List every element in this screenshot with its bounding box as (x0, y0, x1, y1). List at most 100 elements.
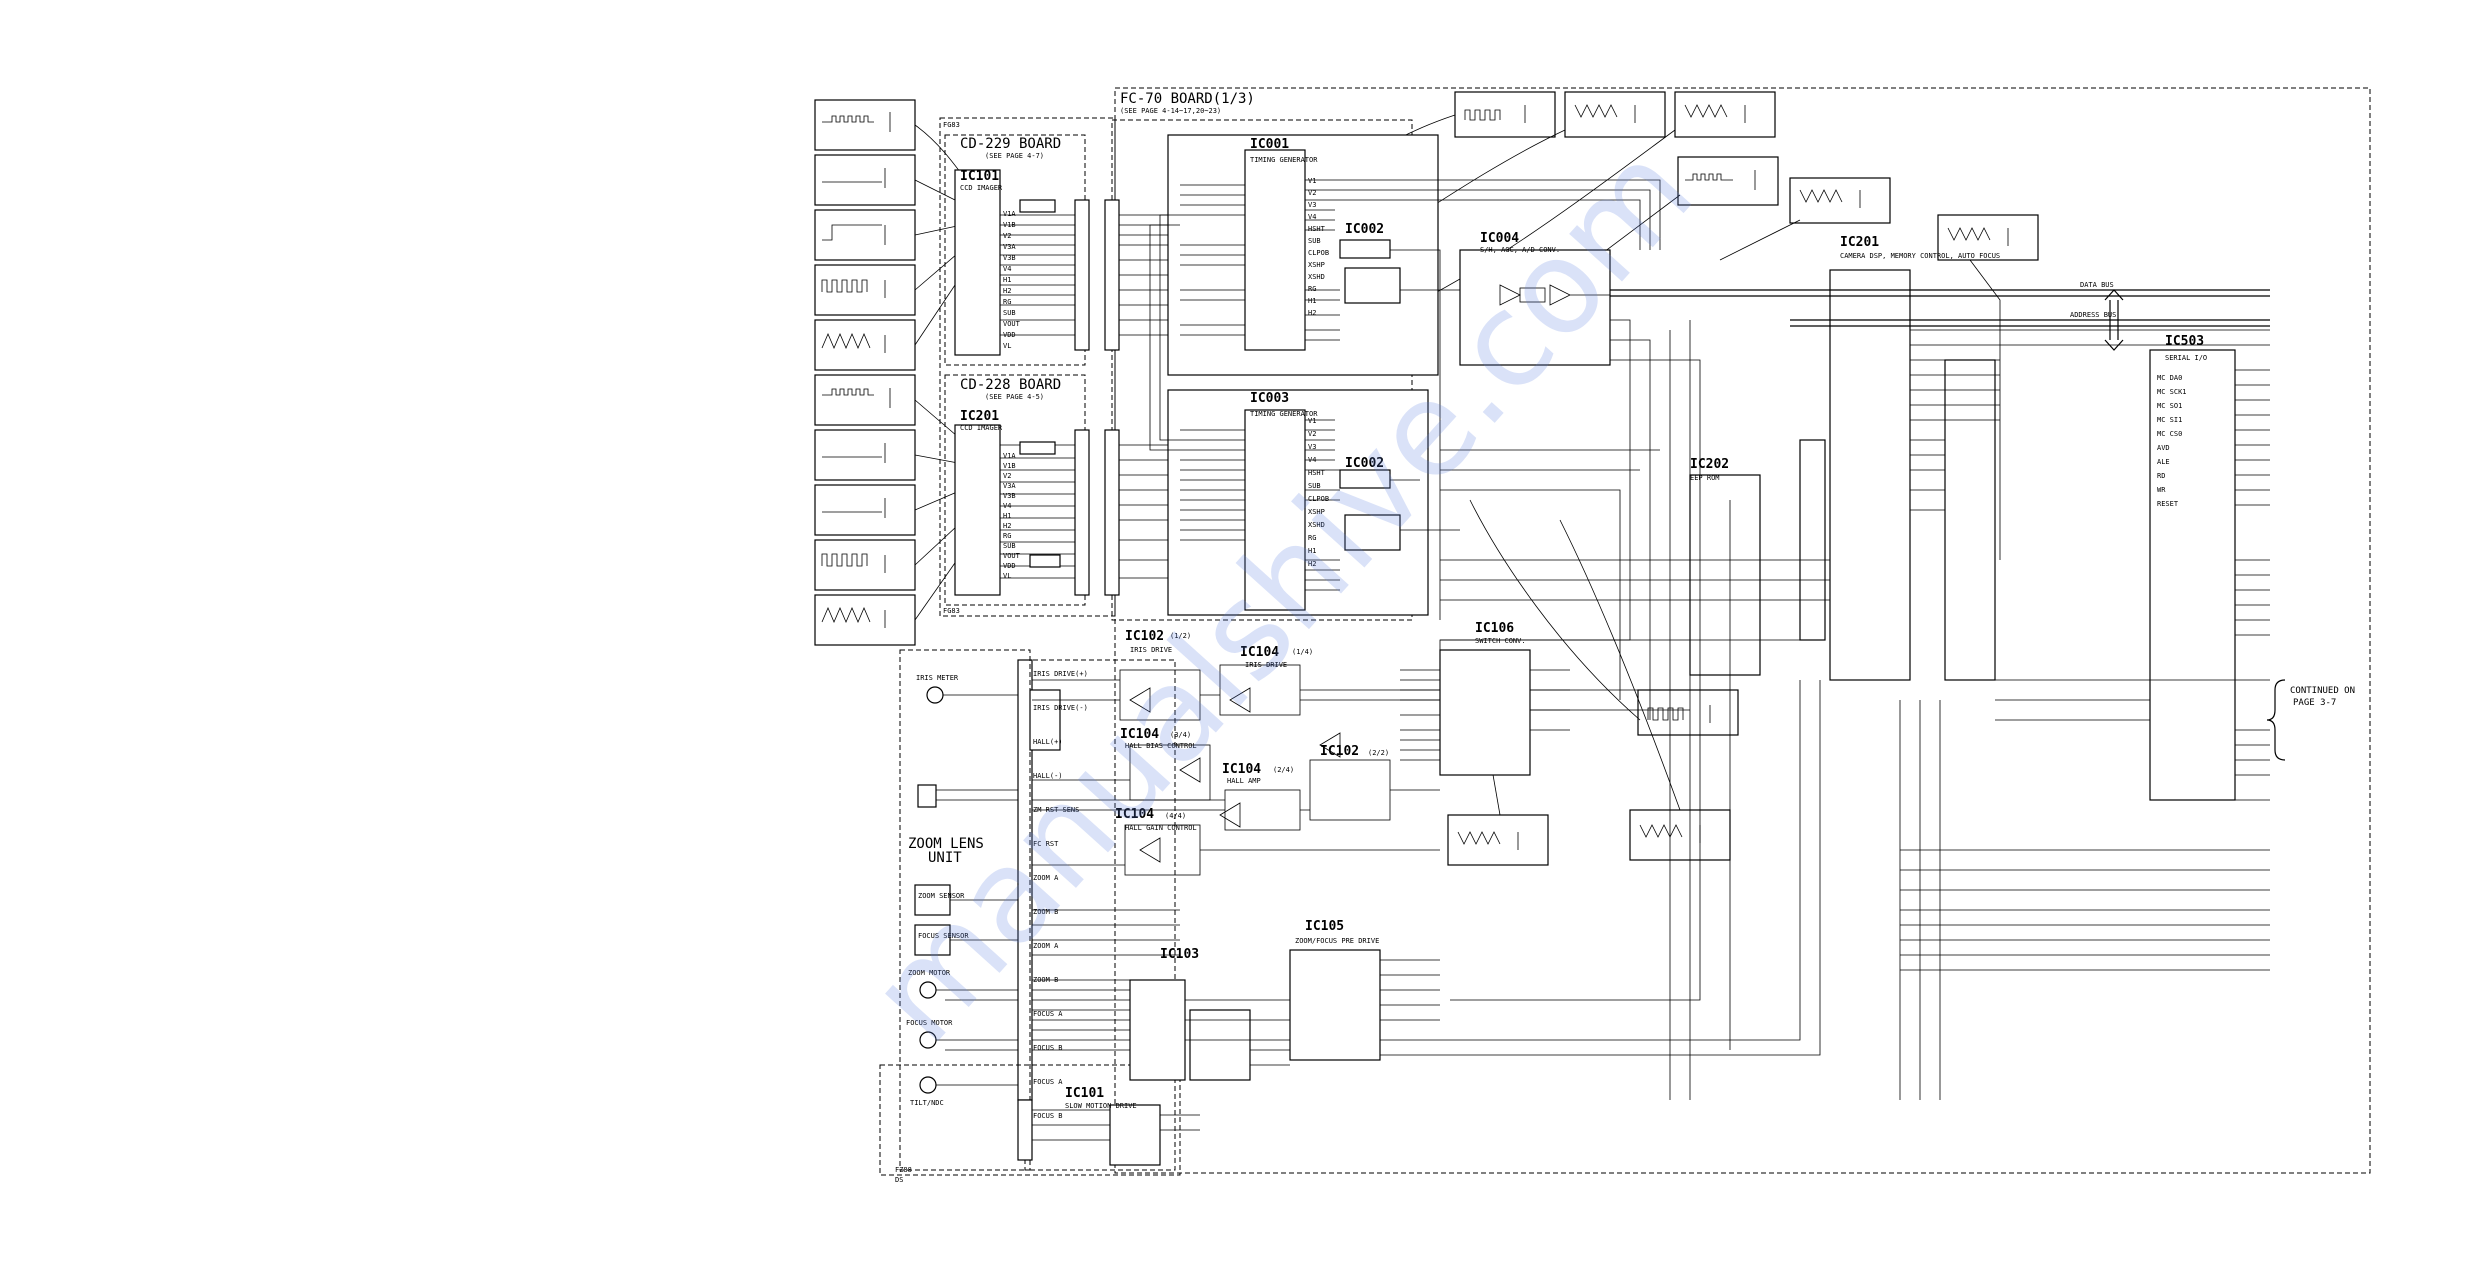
bus-lines (1610, 289, 2270, 351)
lens-conn-pin-label: ZOOM A (1033, 874, 1059, 882)
ccd-pin-label: SUB (1003, 309, 1016, 317)
tg-pin-label: V3 (1308, 443, 1316, 451)
ccd-pin-label: VL (1003, 572, 1011, 580)
lens-conn-pin-label: ZOOM A (1033, 942, 1059, 950)
continued-line1: CONTINUED ON (2290, 686, 2355, 696)
ccd-pin-label: RG (1003, 532, 1011, 540)
iris-meter-label: IRIS METER (916, 674, 959, 682)
ic003-desc: TIMING GENERATOR (1250, 410, 1318, 418)
lens-conn-pin-label: HALL(+) (1033, 738, 1063, 746)
lens-conn-pin-label: IRIS DRIVE(+) (1033, 670, 1088, 678)
ic102a-part: (1/2) (1170, 632, 1191, 640)
lens-conn-pin-label: FC RST (1033, 840, 1059, 848)
ic202-label: IC202 (1690, 457, 1729, 472)
zoom-focus-section (879, 649, 1480, 1176)
lens-conn-pin-label: ZOOM B (1033, 976, 1058, 984)
cd228-frame (944, 374, 1086, 606)
ic104b-part: (3/4) (1170, 731, 1191, 739)
cd-connectors (1000, 199, 1180, 596)
ic503-pin-label: WR (2157, 486, 2166, 494)
ccd-pin-label: V3A (1003, 243, 1016, 251)
ccd-pin-label: V1A (1003, 210, 1016, 218)
zoom-sensor-label: ZOOM SENSOR (918, 892, 965, 900)
ds-label: DS (895, 1176, 903, 1184)
ic104d-label: IC104 (1115, 807, 1154, 822)
ic101-cd229-body (954, 169, 1001, 356)
ccd-pin-label: VOUT (1003, 320, 1021, 328)
ic503-pin-label: MC SCK1 (2157, 388, 2187, 396)
ic503-pin-label: ALE (2157, 458, 2170, 466)
tg-pin-label: H2 (1308, 560, 1316, 568)
tg-pin-label: CLPOB (1308, 495, 1329, 503)
ic106-label: IC106 (1475, 621, 1514, 636)
cd229-title: CD-229 BOARD (960, 136, 1061, 152)
ic201-cd228-desc: CCD IMAGER (960, 424, 1003, 432)
ccd-pin-label: SUB (1003, 542, 1016, 550)
tg-pin-label: XSHP (1308, 261, 1325, 269)
ic002b-label: IC002 (1345, 456, 1384, 471)
ic001-desc: TIMING GENERATOR (1250, 156, 1318, 164)
ic104d-desc: HALL GAIN CONTROL (1125, 824, 1197, 832)
tg-pin-label: H2 (1308, 309, 1316, 317)
ic503-pin-label: RD (2157, 472, 2165, 480)
ccd-pin-label: VOUT (1003, 552, 1021, 560)
ic202-side (1799, 439, 1826, 641)
ic002b-body (1339, 469, 1391, 489)
ic503-pin-label: RESET (2157, 500, 2179, 508)
ic503-left-body (1944, 359, 1996, 681)
lens-conn-pin-label: IRIS DRIVE(-) (1033, 704, 1088, 712)
ic503-body (2149, 349, 2236, 801)
ic202-body (1689, 474, 1761, 676)
ic001-body (1244, 149, 1306, 351)
data-bus-label: DATA BUS (2080, 281, 2114, 289)
lens-conn-pin-label: FOCUS A (1033, 1010, 1063, 1018)
ccd-pin-label: H2 (1003, 522, 1011, 530)
tg-pin-label: V2 (1308, 430, 1316, 438)
address-bus-label: ADDRESS BUS (2070, 311, 2116, 319)
cd229-ref: (SEE PAGE 4-7) (985, 152, 1044, 160)
focus-motor-label: FOCUS MOTOR (906, 1019, 953, 1027)
ic503-pin-label: AVD (2157, 444, 2170, 452)
ccd-pin-label: VDD (1003, 562, 1016, 570)
tg-pin-label: SUB (1308, 482, 1321, 490)
ccd-pin-label: RG (1003, 298, 1011, 306)
ic102a-label: IC102 (1125, 629, 1164, 644)
ic004-body (1459, 249, 1611, 366)
zoom-unit-title1: ZOOM LENS (908, 836, 984, 852)
lens-conn-pin-label: HALL(-) (1033, 772, 1063, 780)
ic003-label: IC003 (1250, 391, 1289, 406)
ccd-pin-label: V2 (1003, 472, 1011, 480)
tg-pin-label: H1 (1308, 547, 1316, 555)
tg-pin-label: V1 (1308, 177, 1316, 185)
ic004-amps (1499, 284, 1610, 306)
ccd-pin-label: VDD (1003, 331, 1016, 339)
tg-pin-label: RG (1308, 534, 1316, 542)
ic104c-part: (2/4) (1273, 766, 1294, 774)
iris-hall-section (1017, 649, 1570, 1171)
ic106-desc: SWITCH CONV. (1475, 637, 1526, 645)
ic103-label: IC103 (1160, 947, 1199, 962)
fz88-label: FZ88 (895, 1166, 912, 1174)
ccd-pin-label: V1B (1003, 462, 1016, 470)
ic002a-label: IC002 (1345, 222, 1384, 237)
tg-pin-label: RG (1308, 285, 1316, 293)
ic102b-label: IC102 (1320, 744, 1359, 759)
ic201-cd228-label: IC201 (960, 409, 999, 424)
ic101-main-desc: SLOW MOTION DRIVE (1065, 1102, 1137, 1110)
ic503-pin-label: MC CS0 (2157, 430, 2182, 438)
tg-pin-label: V4 (1308, 456, 1316, 464)
ic201-main-desc: CAMERA DSP, MEMORY CONTROL, AUTO FOCUS (1840, 252, 2000, 260)
ic101-main-label: IC101 (1065, 1086, 1104, 1101)
zoom-motor-label: ZOOM MOTOR (908, 969, 951, 977)
ic002a-body (1339, 239, 1391, 259)
ic503-pin-label: MC SO1 (2157, 402, 2182, 410)
ccd-pin-label: V3B (1003, 492, 1016, 500)
cd229-frame (944, 134, 1086, 366)
ic503-pin-label: MC DA0 (2157, 374, 2182, 382)
tg-pin-label: XSHD (1308, 273, 1325, 281)
misc-interconnects (1149, 179, 1830, 1056)
cd228-title: CD-228 BOARD (960, 377, 1061, 393)
ic101-cd229-desc: CCD IMAGER (960, 184, 1003, 192)
lens-conn-pin-label: FOCUS B (1033, 1044, 1063, 1052)
continued-brace (2266, 679, 2286, 761)
